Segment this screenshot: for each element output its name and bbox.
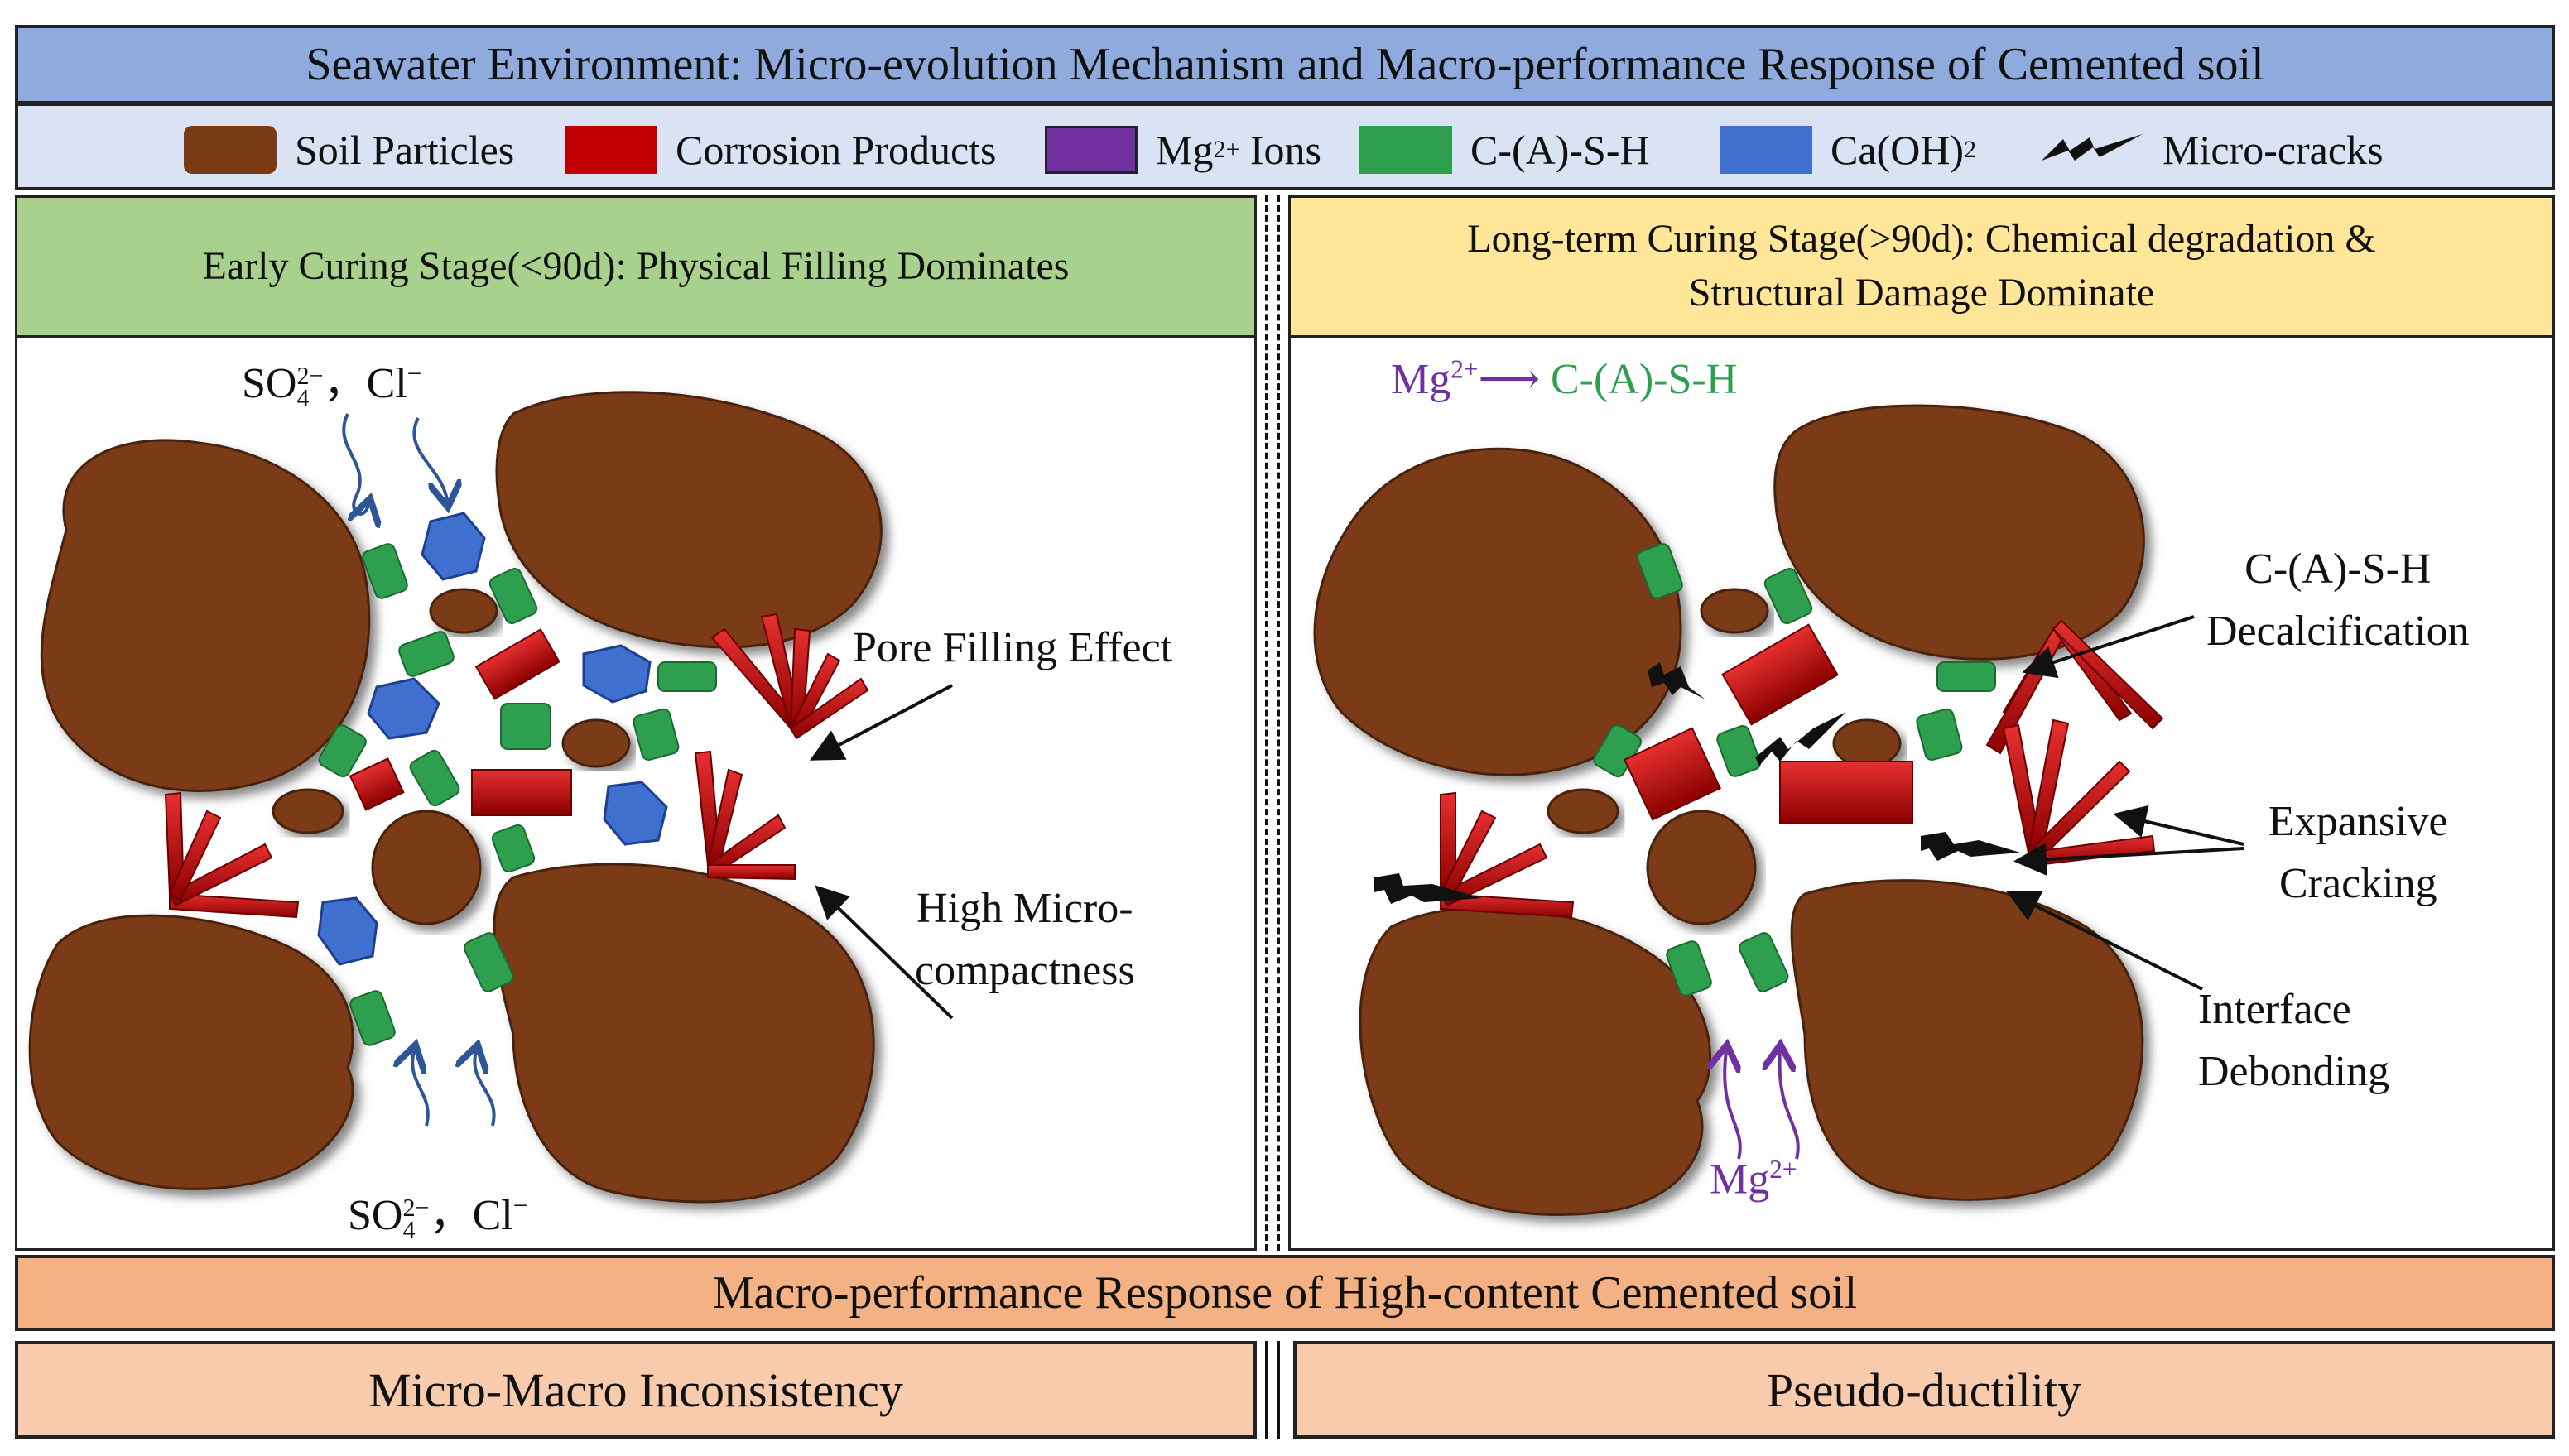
soil-particle [1700,588,1769,634]
micro-macro-inconsistency-box: Micro-Macro Inconsistency [15,1341,1257,1439]
interface-debonding-label: Interface Debonding [2198,986,2390,1096]
soil-particle [1646,810,1757,925]
left-scene [28,391,954,1204]
right-scene [1313,404,2244,1216]
legend-soil: Soil Particles [184,124,514,175]
soil-particle [1313,447,1682,776]
needle-crystals [164,613,869,919]
legend-corrosion: Corrosion Products [565,124,997,175]
high-compactness-label: High Micro- compactness [915,885,1135,995]
decalcification-label: C-(A)-S-H Decalcification [2206,545,2470,656]
micro-crack-icon [2042,134,2143,161]
pore-filling-label: Pore Filling Effect [853,624,1173,671]
title-banner: Seawater Environment: Micro-evolution Me… [15,25,2555,104]
expansive-cracking-label: Expansive Cracking [2268,798,2448,908]
soil-particle [1832,718,1902,768]
soil-particle [28,914,354,1190]
micro-crack-marks [1374,662,2020,904]
soil-particle [1359,906,1711,1216]
early-stage-heading: Early Curing Stage(<90d): Physical Filli… [17,198,1254,338]
caoh-swatch-icon [1720,126,1812,174]
mg-penetration-arrows [1725,1051,1800,1160]
caoh-crystals [317,512,668,966]
corrosion-blocks [349,628,572,816]
diagram-title: Seawater Environment: Micro-evolution Me… [305,39,2264,90]
soil-swatch-icon [184,126,277,174]
soil-particle [1547,788,1619,834]
mg-swatch-icon [1045,126,1138,174]
soil-particle [371,810,482,925]
ion-penetration-arrows [342,413,496,1127]
csh-particles [1593,543,1996,997]
legend-cracks: Micro-cracks [2038,124,2384,175]
soil-particle [40,439,371,792]
soil-particle [429,588,498,634]
soil-particle [495,391,883,649]
soil-particle [493,863,875,1204]
long-term-heading: Long-term Curing Stage(>90d): Chemical d… [1291,198,2552,338]
soil-particle [561,718,631,768]
soil-particle [1790,879,2144,1201]
pseudo-ductility-box: Pseudo-ductility [1293,1341,2555,1439]
legend-caoh: Ca(OH)2 [1720,124,1976,175]
macro-response-banner: Macro-performance Response of High-conte… [15,1255,2555,1331]
mg-ion-bottom-label: Mg2+ [1710,1155,1797,1204]
csh-particles [318,543,717,1046]
soil-particle [1773,404,2145,661]
mg-reaction-label: Mg2+⟶ C-(A)-S-H [1391,354,1738,403]
legend-csh: C-(A)-S-H [1359,124,1650,175]
bottom-divider [1265,1341,1280,1439]
csh-swatch-icon [1359,126,1452,174]
corrosion-blocks [1623,623,1913,824]
soil-particle [272,788,344,834]
corrosion-swatch-icon [565,126,657,174]
panel-divider [1265,195,1280,1251]
